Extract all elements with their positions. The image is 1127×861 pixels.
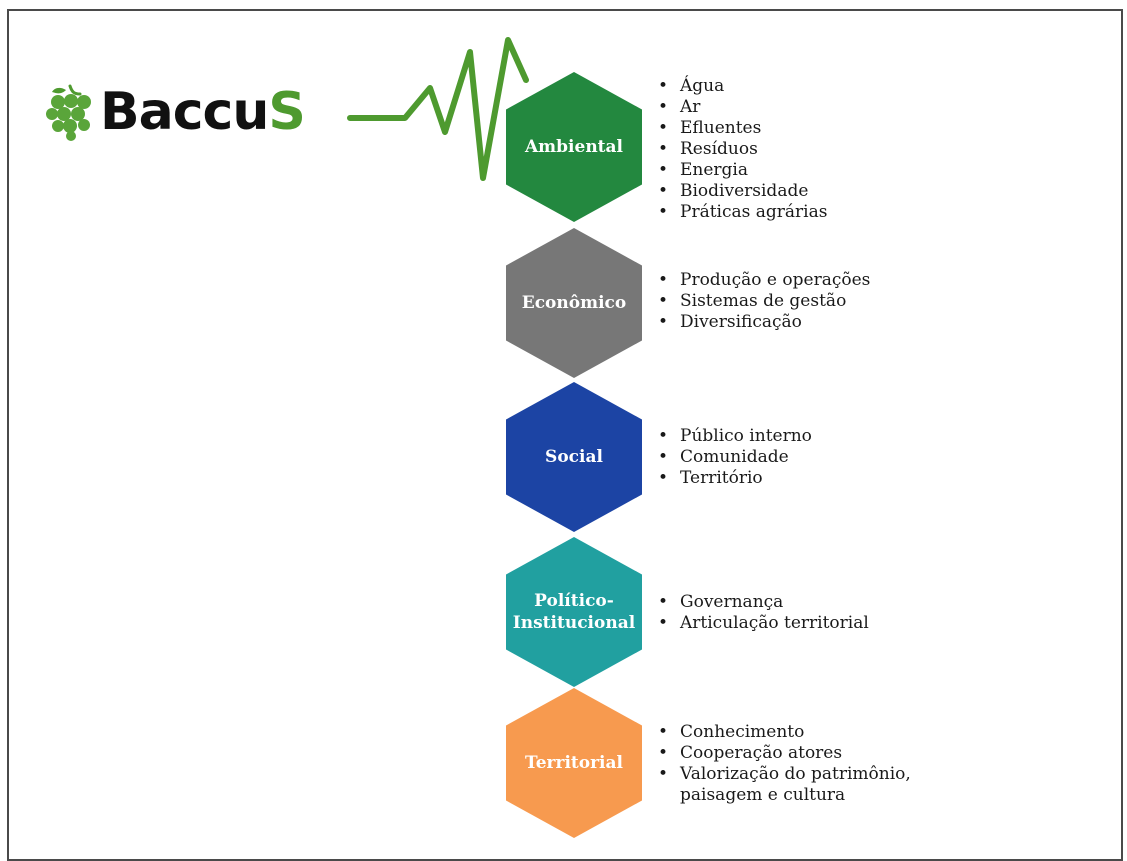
list-item: Valorização do patrimônio, paisagem e cu… [656, 764, 911, 806]
list-item: Práticas agrárias [656, 202, 827, 223]
hexagon [506, 72, 642, 222]
dimension-politico-institucional: Político- Institucional [506, 537, 642, 687]
list-item: Diversificação [656, 312, 870, 333]
list-item: Efluentes [656, 118, 827, 139]
list-item: Água [656, 76, 827, 97]
dimension-economico: Econômico [506, 228, 642, 378]
dimension-items-list: Conhecimento Cooperação atores Valorizaç… [656, 722, 911, 806]
dimension-items-list: Governança Articulação territorial [656, 592, 869, 634]
list-item: Produção e operações [656, 270, 870, 291]
list-item: Sistemas de gestão [656, 291, 870, 312]
logo-wordmark: BaccuS [100, 86, 306, 138]
hexagon [506, 537, 642, 687]
hexagon-label: Social [545, 446, 603, 467]
list-item: Cooperação atores [656, 743, 911, 764]
list-item: Energia [656, 160, 827, 181]
list-item: Conhecimento [656, 722, 911, 743]
list-item: Biodiversidade [656, 181, 827, 202]
list-item: Ar [656, 97, 827, 118]
hexagon-label: Político- Institucional [512, 590, 636, 633]
list-item: Comunidade [656, 447, 812, 468]
list-item: Articulação territorial [656, 613, 869, 634]
hexagon-label: Ambiental [524, 136, 624, 157]
logo-text-accent: S [268, 82, 305, 142]
dimension-ambiental: Ambiental [506, 72, 642, 222]
list-item: Território [656, 468, 812, 489]
hexagon [506, 688, 642, 838]
dimension-social: Social [506, 382, 642, 532]
list-item: Governança [656, 592, 869, 613]
list-item: Resíduos [656, 139, 827, 160]
baccus-logo: BaccuS [44, 82, 306, 142]
dimension-territorial: Territorial [506, 688, 642, 838]
dimension-items-list: Água Ar Efluentes Resíduos Energia Biodi… [656, 76, 827, 223]
list-item: Público interno [656, 426, 812, 447]
hexagon-label: Territorial [525, 752, 623, 773]
dimension-items-list: Público interno Comunidade Território [656, 426, 812, 489]
hexagon [506, 228, 642, 378]
hexagon-label: Econômico [521, 292, 627, 313]
hexagon [506, 382, 642, 532]
dimension-items-list: Produção e operações Sistemas de gestão … [656, 270, 870, 333]
logo-text-main: Baccu [100, 82, 269, 142]
grape-cluster-icon [46, 84, 91, 141]
